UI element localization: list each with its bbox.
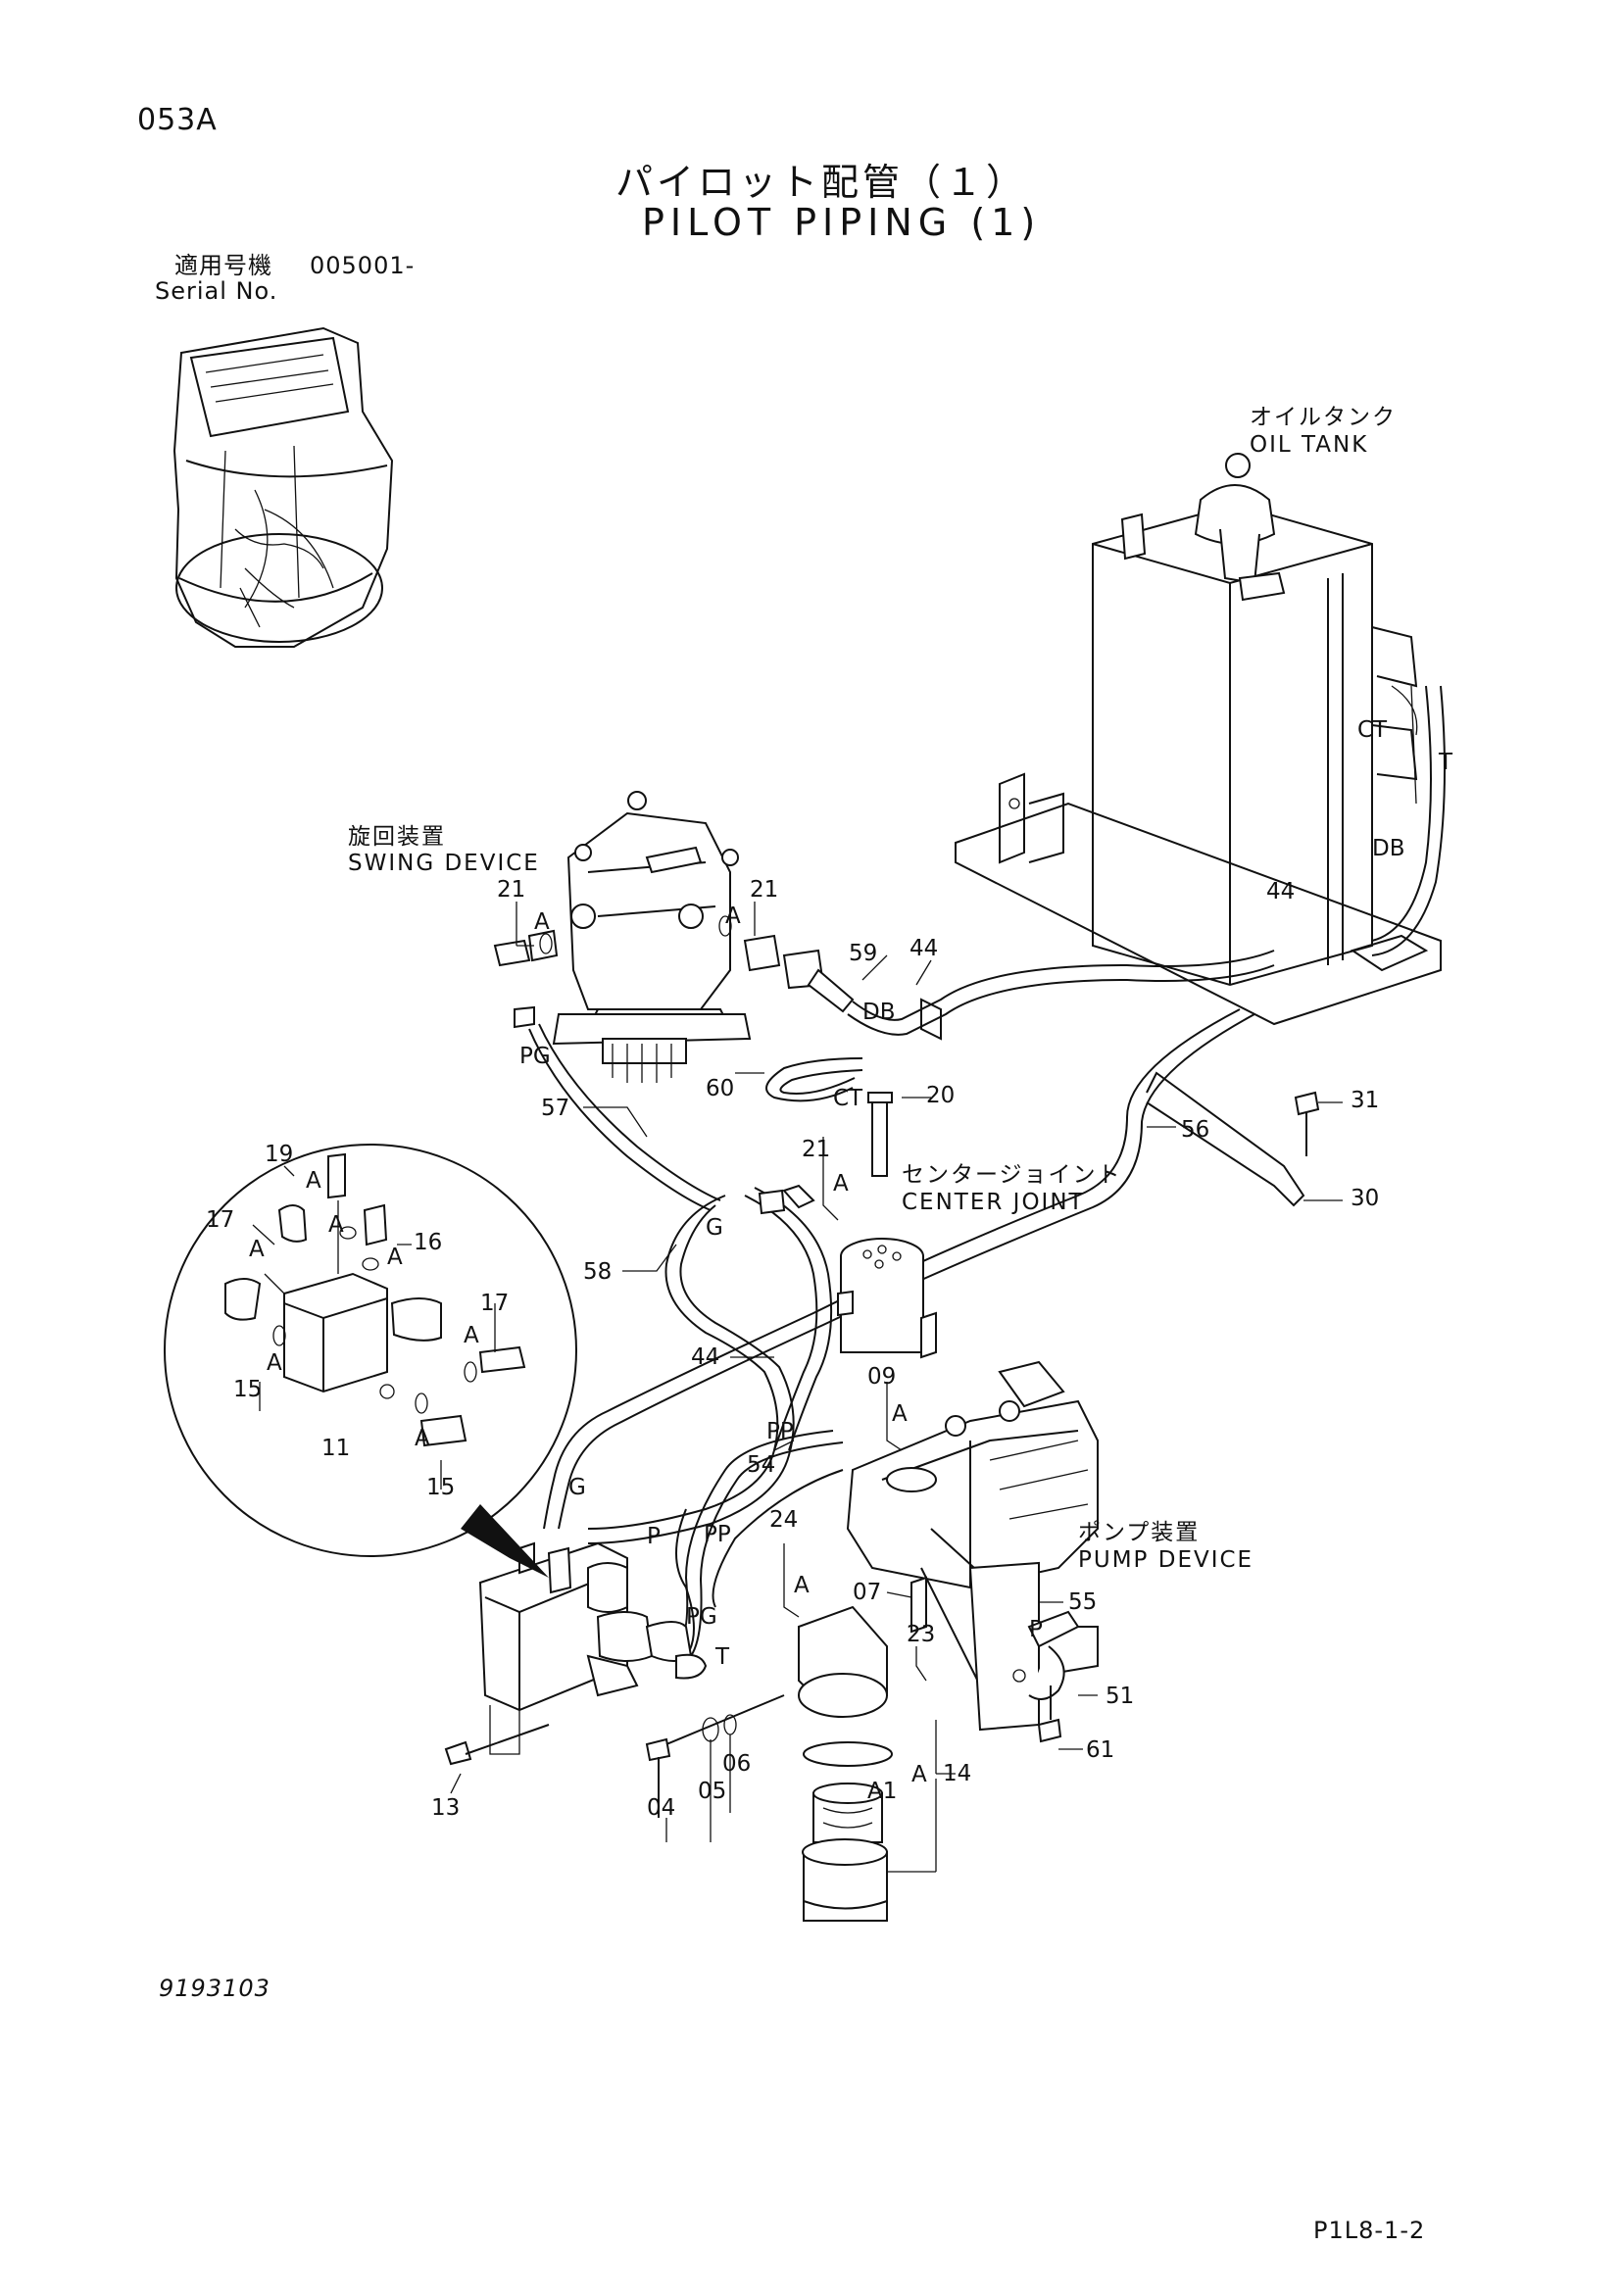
callout-07: 07 (853, 1580, 882, 1605)
title-japanese: パイロット配管（１） (615, 161, 1028, 204)
callout-24: 24 (769, 1507, 799, 1533)
callout-11: 11 (321, 1436, 351, 1461)
pump-device-label-jp: ポンプ装置 (1078, 1520, 1201, 1545)
port-label-p: P (647, 1524, 661, 1549)
control-valve-block (478, 1541, 708, 1755)
filter-assembly (798, 1576, 927, 1922)
a-mark: A (725, 904, 741, 929)
a-mark: A (387, 1245, 403, 1270)
callout-44: 44 (1266, 879, 1296, 904)
callout-14: 14 (943, 1761, 972, 1786)
a-mark: A (833, 1171, 849, 1197)
callout-58: 58 (583, 1259, 613, 1285)
callout-06: 06 (722, 1751, 752, 1777)
callout-54: 54 (747, 1452, 776, 1478)
callout-20: 20 (926, 1083, 956, 1108)
center-joint-label-en: CENTER JOINT (902, 1190, 1085, 1215)
port-label-p: P (1029, 1617, 1043, 1642)
center-joint-label-jp: センタージョイント (902, 1162, 1122, 1188)
callout-56: 56 (1181, 1117, 1210, 1143)
callout-44: 44 (909, 936, 939, 961)
callout-51: 51 (1106, 1684, 1135, 1709)
machine-overview-thumbnail (172, 326, 394, 648)
callout-19: 19 (265, 1142, 294, 1167)
swing-device-label-en: SWING DEVICE (348, 851, 540, 876)
callout-09: 09 (867, 1364, 897, 1390)
callout-16: 16 (414, 1230, 443, 1255)
port-label-a1: A1 (867, 1779, 898, 1804)
a-mark: A (464, 1323, 479, 1348)
callout-57: 57 (541, 1096, 570, 1121)
swing-device-drawing (552, 791, 752, 1083)
a-mark: A (306, 1168, 321, 1194)
port-label-t: T (1439, 750, 1453, 775)
callout-60: 60 (706, 1076, 735, 1101)
drawing-number: 9193103 (159, 1975, 270, 2002)
leader-lines (252, 902, 1343, 1873)
a-mark: A (911, 1762, 927, 1787)
oil-tank-label-jp: オイルタンク (1250, 405, 1397, 430)
port-label-pp: PP (704, 1522, 731, 1547)
port-label-g: G (568, 1475, 586, 1500)
a-mark: A (892, 1401, 908, 1427)
a-mark: A (794, 1573, 810, 1598)
title-english: PILOT PIPING (1) (642, 201, 1042, 244)
section-code: 053A (137, 103, 218, 137)
callout-23: 23 (907, 1622, 936, 1647)
serial-label-jp: 適用号機 (174, 252, 272, 279)
callout-44: 44 (691, 1344, 720, 1370)
callout-17: 17 (480, 1291, 510, 1316)
callout-05: 05 (698, 1779, 727, 1804)
callout-15: 15 (233, 1377, 263, 1402)
callout-15: 15 (426, 1475, 456, 1500)
swing-device-label-jp: 旋回装置 (348, 824, 446, 850)
callout-17: 17 (206, 1207, 235, 1233)
pump-device-drawing (846, 1360, 1099, 1732)
a-mark: A (267, 1350, 282, 1376)
a-mark: A (249, 1237, 265, 1262)
callout-61: 61 (1086, 1737, 1115, 1763)
bolts-washers (444, 998, 1320, 1818)
port-label-pg: PG (686, 1604, 717, 1630)
a-mark: A (328, 1212, 344, 1238)
callout-21: 21 (497, 877, 526, 903)
port-label-pg: PG (519, 1044, 551, 1069)
callout-21: 21 (750, 877, 779, 903)
callout-21: 21 (802, 1137, 831, 1162)
oil-tank-label-en: OIL TANK (1250, 432, 1369, 458)
port-label-ct: CT (1357, 717, 1388, 743)
callout-59: 59 (849, 941, 878, 966)
port-label-pp: PP (766, 1419, 794, 1444)
callout-55: 55 (1068, 1589, 1098, 1615)
pump-device-label-en: PUMP DEVICE (1078, 1547, 1254, 1573)
swing-fittings (493, 915, 855, 1029)
a-mark: A (415, 1426, 430, 1451)
port-label-db: DB (1372, 836, 1405, 861)
oil-tank-drawing (955, 453, 1446, 1026)
port-label-t: T (715, 1644, 730, 1670)
page-code: P1L8-1-2 (1313, 2217, 1426, 2244)
port-label-db: DB (862, 1000, 896, 1025)
serial-label-en: Serial No. (155, 277, 278, 305)
port-label-g: G (706, 1215, 723, 1241)
callout-04: 04 (647, 1795, 676, 1821)
callout-31: 31 (1351, 1088, 1380, 1113)
a-mark: A (534, 909, 550, 935)
serial-value: 005001- (310, 252, 416, 279)
center-joint-drawing (758, 1092, 937, 1359)
detail-view-circle (164, 1144, 577, 1578)
port-label-ct: CT (833, 1086, 863, 1111)
callout-30: 30 (1351, 1186, 1380, 1211)
callout-13: 13 (431, 1795, 461, 1821)
